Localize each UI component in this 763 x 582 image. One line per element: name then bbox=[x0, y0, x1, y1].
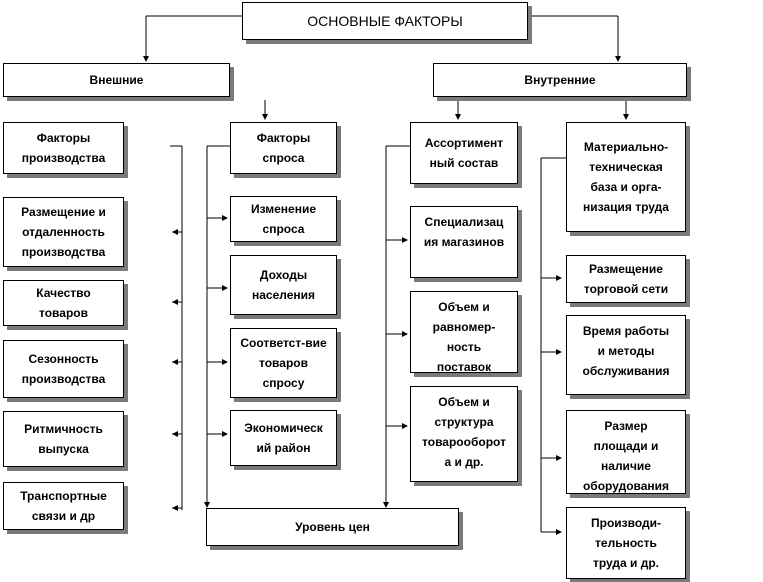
external-factors-box: Внешние bbox=[3, 63, 230, 97]
material-base-item: Время работы и методы обслуживания bbox=[566, 315, 686, 395]
price-level-box: Уровень цен bbox=[206, 508, 459, 546]
production-factor-item: Сезонность производства bbox=[3, 340, 124, 398]
arrow-head bbox=[172, 299, 178, 305]
production-factor-item: Качество товаров bbox=[3, 280, 124, 326]
assortment-item: Объем и равномер- ность поставок bbox=[410, 291, 518, 373]
arrow-head bbox=[204, 502, 210, 508]
production-factors-header: Факторы производства bbox=[3, 122, 124, 174]
demand-factors-header: Факторы спроса bbox=[230, 122, 337, 174]
arrow-head bbox=[222, 431, 228, 437]
arrow-head bbox=[262, 114, 268, 120]
arrow-head bbox=[143, 56, 149, 62]
demand-factor-item: Экономическ ий район bbox=[230, 410, 337, 466]
material-base-header: Материально- техническая база и орга- ни… bbox=[566, 122, 686, 232]
arrow-head bbox=[222, 215, 228, 221]
production-factor-item: Ритмичность выпуска bbox=[3, 411, 124, 467]
demand-factor-item: Соответст-вие товаров спросу bbox=[230, 328, 337, 398]
assortment-item: Специализац ия магазинов bbox=[410, 206, 518, 278]
arrow-head bbox=[556, 349, 562, 355]
main-factors-box: ОСНОВНЫЕ ФАКТОРЫ bbox=[242, 2, 528, 40]
arrow-head bbox=[222, 359, 228, 365]
assortment-header: Ассортимент ный состав bbox=[410, 122, 518, 184]
arrow-head bbox=[556, 455, 562, 461]
production-factor-item: Размещение и отдаленность производства bbox=[3, 197, 124, 267]
material-base-item: Размещение торговой сети bbox=[566, 255, 686, 303]
arrow-head bbox=[402, 423, 408, 429]
arrow-head bbox=[172, 229, 178, 235]
arrow-head bbox=[615, 56, 621, 62]
arrow-head bbox=[623, 114, 629, 120]
arrow-head bbox=[172, 431, 178, 437]
arrow-head bbox=[172, 505, 178, 511]
assortment-item: Объем и структура товарооборот а и др. bbox=[410, 386, 518, 482]
demand-factor-item: Изменение спроса bbox=[230, 196, 337, 242]
arrow-head bbox=[402, 237, 408, 243]
production-factor-item: Транспортные связи и др bbox=[3, 482, 124, 530]
arrow-head bbox=[222, 285, 228, 291]
material-base-item: Размер площади и наличие оборудования bbox=[566, 410, 686, 494]
arrow-head bbox=[172, 359, 178, 365]
demand-factor-item: Доходы населения bbox=[230, 255, 337, 315]
arrow-head bbox=[383, 502, 389, 508]
arrow-head bbox=[455, 114, 461, 120]
arrow-head bbox=[556, 275, 562, 281]
arrow-head bbox=[556, 529, 562, 535]
internal-factors-box: Внутренние bbox=[433, 63, 687, 97]
arrow-head bbox=[402, 331, 408, 337]
material-base-item: Производи- тельность труда и др. bbox=[566, 507, 686, 579]
